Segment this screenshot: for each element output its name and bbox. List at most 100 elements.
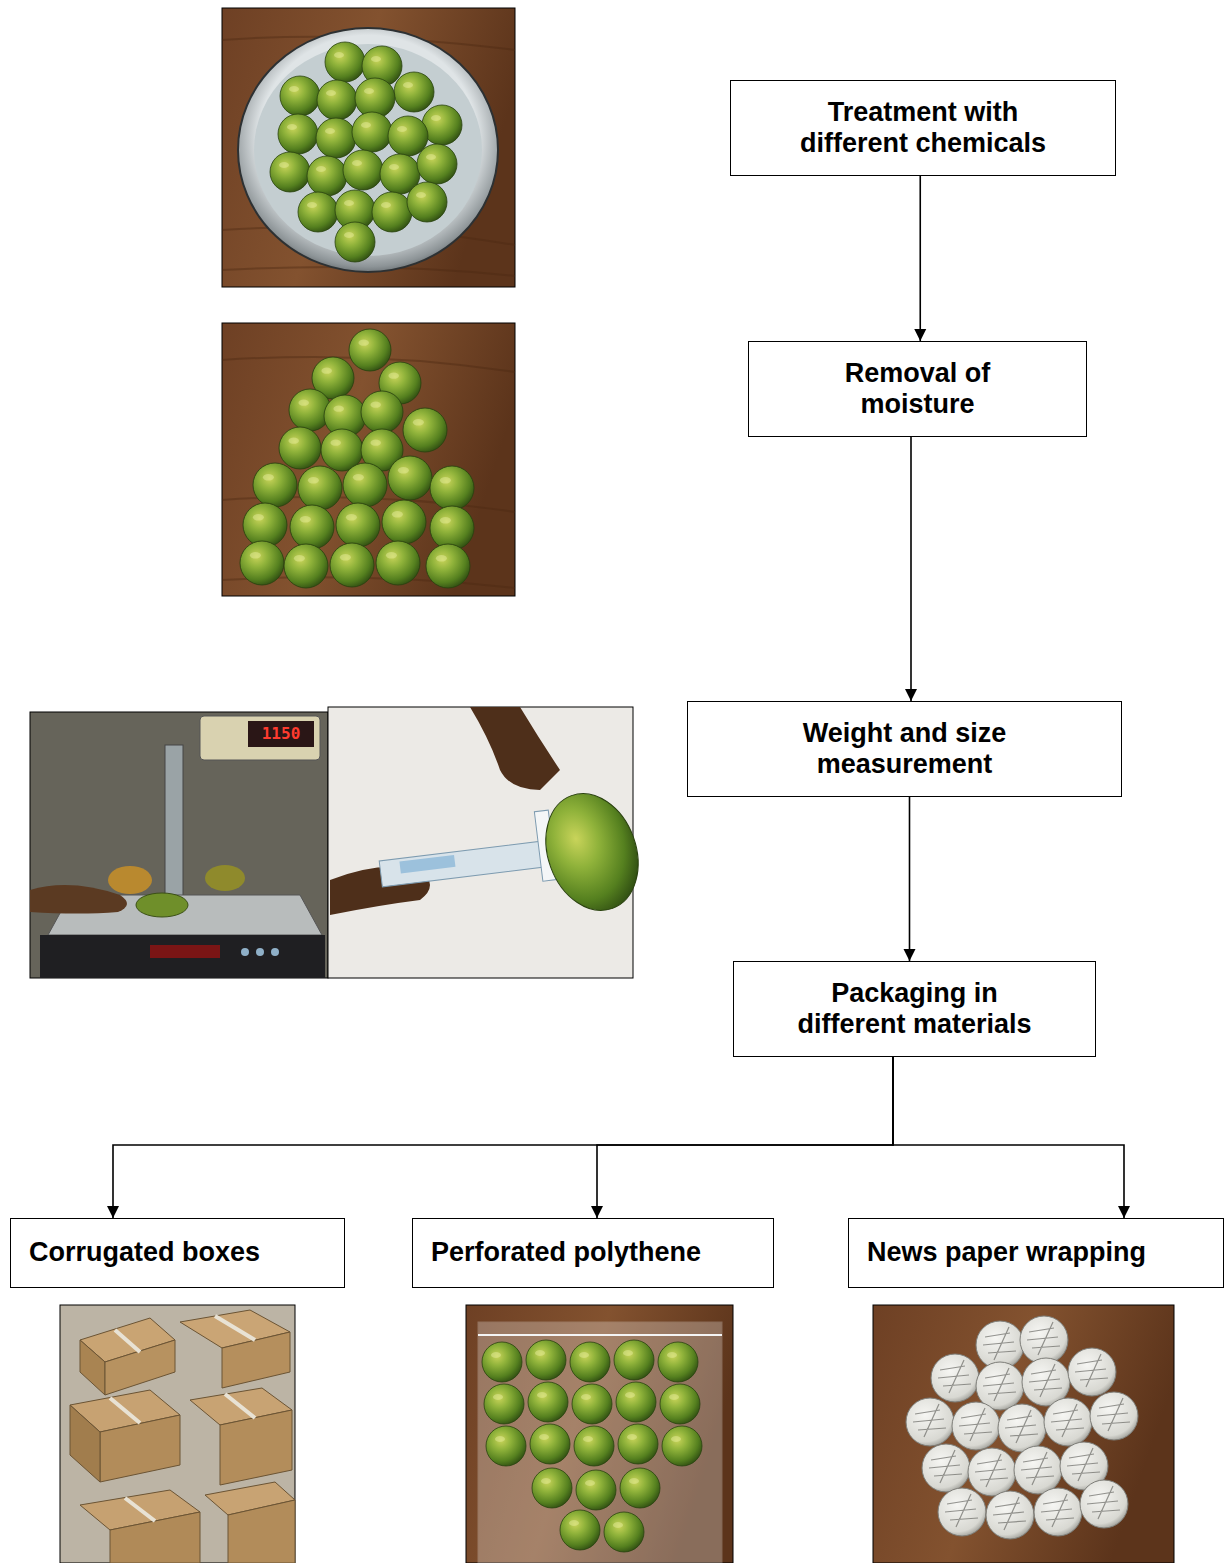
wrapped-lime xyxy=(906,1398,954,1446)
lime xyxy=(330,543,374,587)
wood-grain xyxy=(222,357,515,588)
lime xyxy=(530,1424,570,1464)
box-side xyxy=(80,1340,105,1395)
flow-arrow xyxy=(909,797,911,961)
lime xyxy=(530,781,654,924)
scale-led xyxy=(150,945,220,958)
boxes-photo xyxy=(60,1305,295,1563)
process-box: Treatment with different chemicals xyxy=(730,80,1116,176)
lime xyxy=(317,80,357,120)
lime xyxy=(560,1510,600,1550)
lime xyxy=(325,42,365,82)
wrapped-lime xyxy=(938,1488,986,1536)
lime-on-scale xyxy=(136,893,188,917)
lime xyxy=(570,1342,610,1382)
lime xyxy=(604,1512,644,1552)
wood-ground xyxy=(222,8,515,287)
floor-ground xyxy=(30,712,328,978)
lime xyxy=(574,1426,614,1466)
flow-arrow xyxy=(113,1057,893,1218)
hand xyxy=(470,707,560,790)
lime xyxy=(616,1382,656,1422)
wrapped-lime xyxy=(1034,1488,1082,1536)
process-box: Packaging in different materials xyxy=(733,961,1096,1057)
process-box: Perforated polythene xyxy=(412,1218,774,1288)
lime xyxy=(290,505,334,549)
lime xyxy=(658,1342,698,1382)
lime xyxy=(394,72,434,112)
lime xyxy=(482,1342,522,1382)
lime xyxy=(662,1426,702,1466)
scale-button xyxy=(241,948,249,956)
wrapped-lime xyxy=(952,1402,1000,1450)
lime xyxy=(528,1382,568,1422)
tape xyxy=(110,1316,255,1521)
lime xyxy=(278,114,318,154)
lime xyxy=(336,503,380,547)
lime xyxy=(376,541,420,585)
bag xyxy=(478,1322,722,1563)
lime xyxy=(388,116,428,156)
process-box: Weight and size measurement xyxy=(687,701,1122,797)
scale-photo xyxy=(30,712,328,978)
process-box: News paper wrapping xyxy=(848,1218,1224,1288)
process-label: Weight and size measurement xyxy=(728,718,1081,780)
hand xyxy=(30,885,127,913)
box-front xyxy=(220,1410,292,1485)
process-label: News paper wrapping xyxy=(867,1237,1146,1268)
scale-base xyxy=(40,935,325,978)
lime xyxy=(284,544,328,588)
scale-display-head xyxy=(200,716,320,760)
lime xyxy=(486,1426,526,1466)
fruit xyxy=(205,865,245,891)
lime xyxy=(417,144,457,184)
scale-button xyxy=(256,948,264,956)
process-label: Corrugated boxes xyxy=(29,1237,260,1268)
lime xyxy=(484,1384,524,1424)
wood-ground xyxy=(873,1305,1174,1563)
lime xyxy=(343,463,387,507)
lime xyxy=(526,1340,566,1380)
flow-arrow xyxy=(893,1057,1124,1218)
lime xyxy=(572,1384,612,1424)
scale-button xyxy=(271,948,279,956)
box-front xyxy=(100,1415,180,1482)
steel-bowl xyxy=(238,28,498,272)
fruit xyxy=(108,866,152,894)
lime xyxy=(372,192,412,232)
bowl-photo xyxy=(222,8,515,287)
wrapped-lime xyxy=(986,1491,1034,1539)
lime xyxy=(382,500,426,544)
box-side xyxy=(70,1405,100,1482)
lime xyxy=(270,152,310,192)
lime xyxy=(298,466,342,510)
box-front xyxy=(105,1340,175,1395)
process-box: Removal of moisture xyxy=(748,341,1087,437)
wrapped-lime xyxy=(1080,1480,1128,1528)
flow-arrow xyxy=(597,1057,893,1218)
wrapped-lime xyxy=(968,1448,1016,1496)
scale-pole xyxy=(165,745,183,900)
lime xyxy=(243,503,287,547)
lime xyxy=(426,544,470,588)
process-label: Packaging in different materials xyxy=(774,978,1055,1040)
wood-ground xyxy=(222,323,515,596)
lime xyxy=(361,391,403,433)
lime xyxy=(618,1424,658,1464)
wrapped-lime xyxy=(1068,1348,1116,1396)
lime xyxy=(240,541,284,585)
wrapped-lime xyxy=(1014,1446,1062,1494)
lime xyxy=(253,463,297,507)
wood-ground xyxy=(466,1305,733,1563)
lime xyxy=(403,408,447,452)
wrapped-lime xyxy=(1090,1392,1138,1440)
lime-pile-photo xyxy=(222,323,515,596)
lime xyxy=(407,182,447,222)
floor-ground xyxy=(60,1305,295,1563)
wrapped-lime xyxy=(998,1404,1046,1452)
lime xyxy=(576,1470,616,1510)
wrapped-lime xyxy=(922,1444,970,1492)
process-box: Corrugated boxes xyxy=(10,1218,345,1288)
